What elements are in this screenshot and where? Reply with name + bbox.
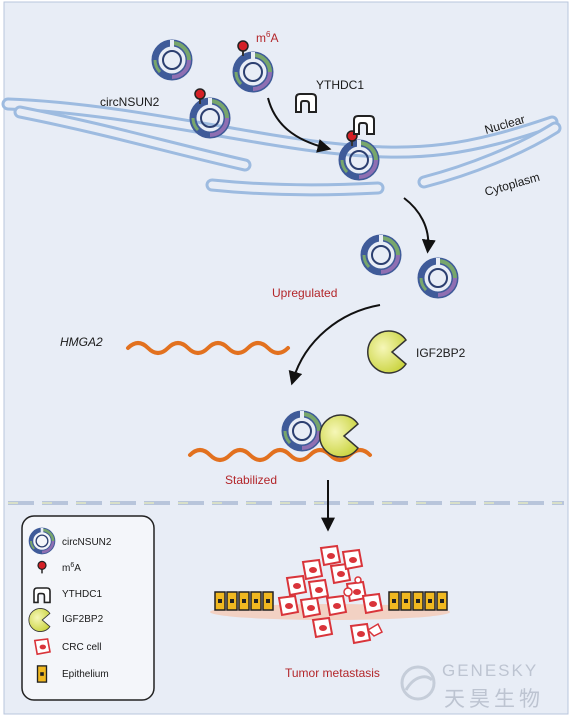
tumor-mass <box>278 545 384 644</box>
crc-cell-icon <box>350 623 371 644</box>
crc-cell-icon <box>342 549 363 570</box>
crc-cell-icon <box>33 638 51 656</box>
epithelium-icon <box>436 591 448 611</box>
m6a-label: m6A <box>256 30 278 45</box>
crc-cell-icon <box>308 579 329 600</box>
tumor-metastasis-label: Tumor metastasis <box>285 666 380 680</box>
legend-label: Epithelium <box>62 669 109 680</box>
epithelium-icon <box>424 591 436 611</box>
hmga2-mrna <box>126 341 290 355</box>
igf2bp2-label: IGF2BP2 <box>416 346 466 360</box>
epithelium-icon <box>214 591 226 611</box>
crc-cell-icon <box>278 595 299 616</box>
export-arrow <box>267 97 332 153</box>
epithelium-icon <box>226 591 238 611</box>
crc-cell-icon <box>286 575 307 596</box>
watermark-latin: GENESKY <box>442 661 538 680</box>
stabilized-mrna <box>188 448 372 462</box>
stabilized-label: Stabilized <box>225 473 277 487</box>
binding-arrow <box>288 304 381 386</box>
cytoplasm-arrow <box>403 197 436 254</box>
epithelium-icon <box>238 591 250 611</box>
epithelium-icon <box>36 665 48 683</box>
legend: circNSUN2 m6A YTHDC1 IGF2BP2 CRC cell Ep… <box>21 515 155 701</box>
crc-cell-icon <box>300 597 321 618</box>
genesky-watermark: GENESKY 天昊生物 <box>400 661 544 711</box>
legend-label: circNSUN2 <box>62 537 112 548</box>
watermark-chinese: 天昊生物 <box>444 688 544 711</box>
crc-cell-icon <box>326 595 347 616</box>
upregulated-label: Upregulated <box>272 286 337 300</box>
ythdc1-label: YTHDC1 <box>316 78 364 92</box>
crc-cell-icon <box>362 593 383 614</box>
legend-label: IGF2BP2 <box>62 614 104 625</box>
epithelium-icon <box>250 591 262 611</box>
legend-label: CRC cell <box>62 642 101 653</box>
legend-box <box>21 515 155 701</box>
crc-cell-icon <box>312 617 333 638</box>
epithelium-icon <box>400 591 412 611</box>
circnsun2-label: circNSUN2 <box>100 95 160 109</box>
crc-cell-icon <box>302 559 323 580</box>
epithelium-icon <box>262 591 274 611</box>
crc-cell-icon <box>320 545 341 566</box>
epithelium-icon <box>412 591 424 611</box>
epithelium-icon <box>388 591 400 611</box>
hmga2-label: HMGA2 <box>60 335 103 349</box>
legend-label: YTHDC1 <box>62 589 102 600</box>
legend-label: m6A <box>62 562 81 574</box>
